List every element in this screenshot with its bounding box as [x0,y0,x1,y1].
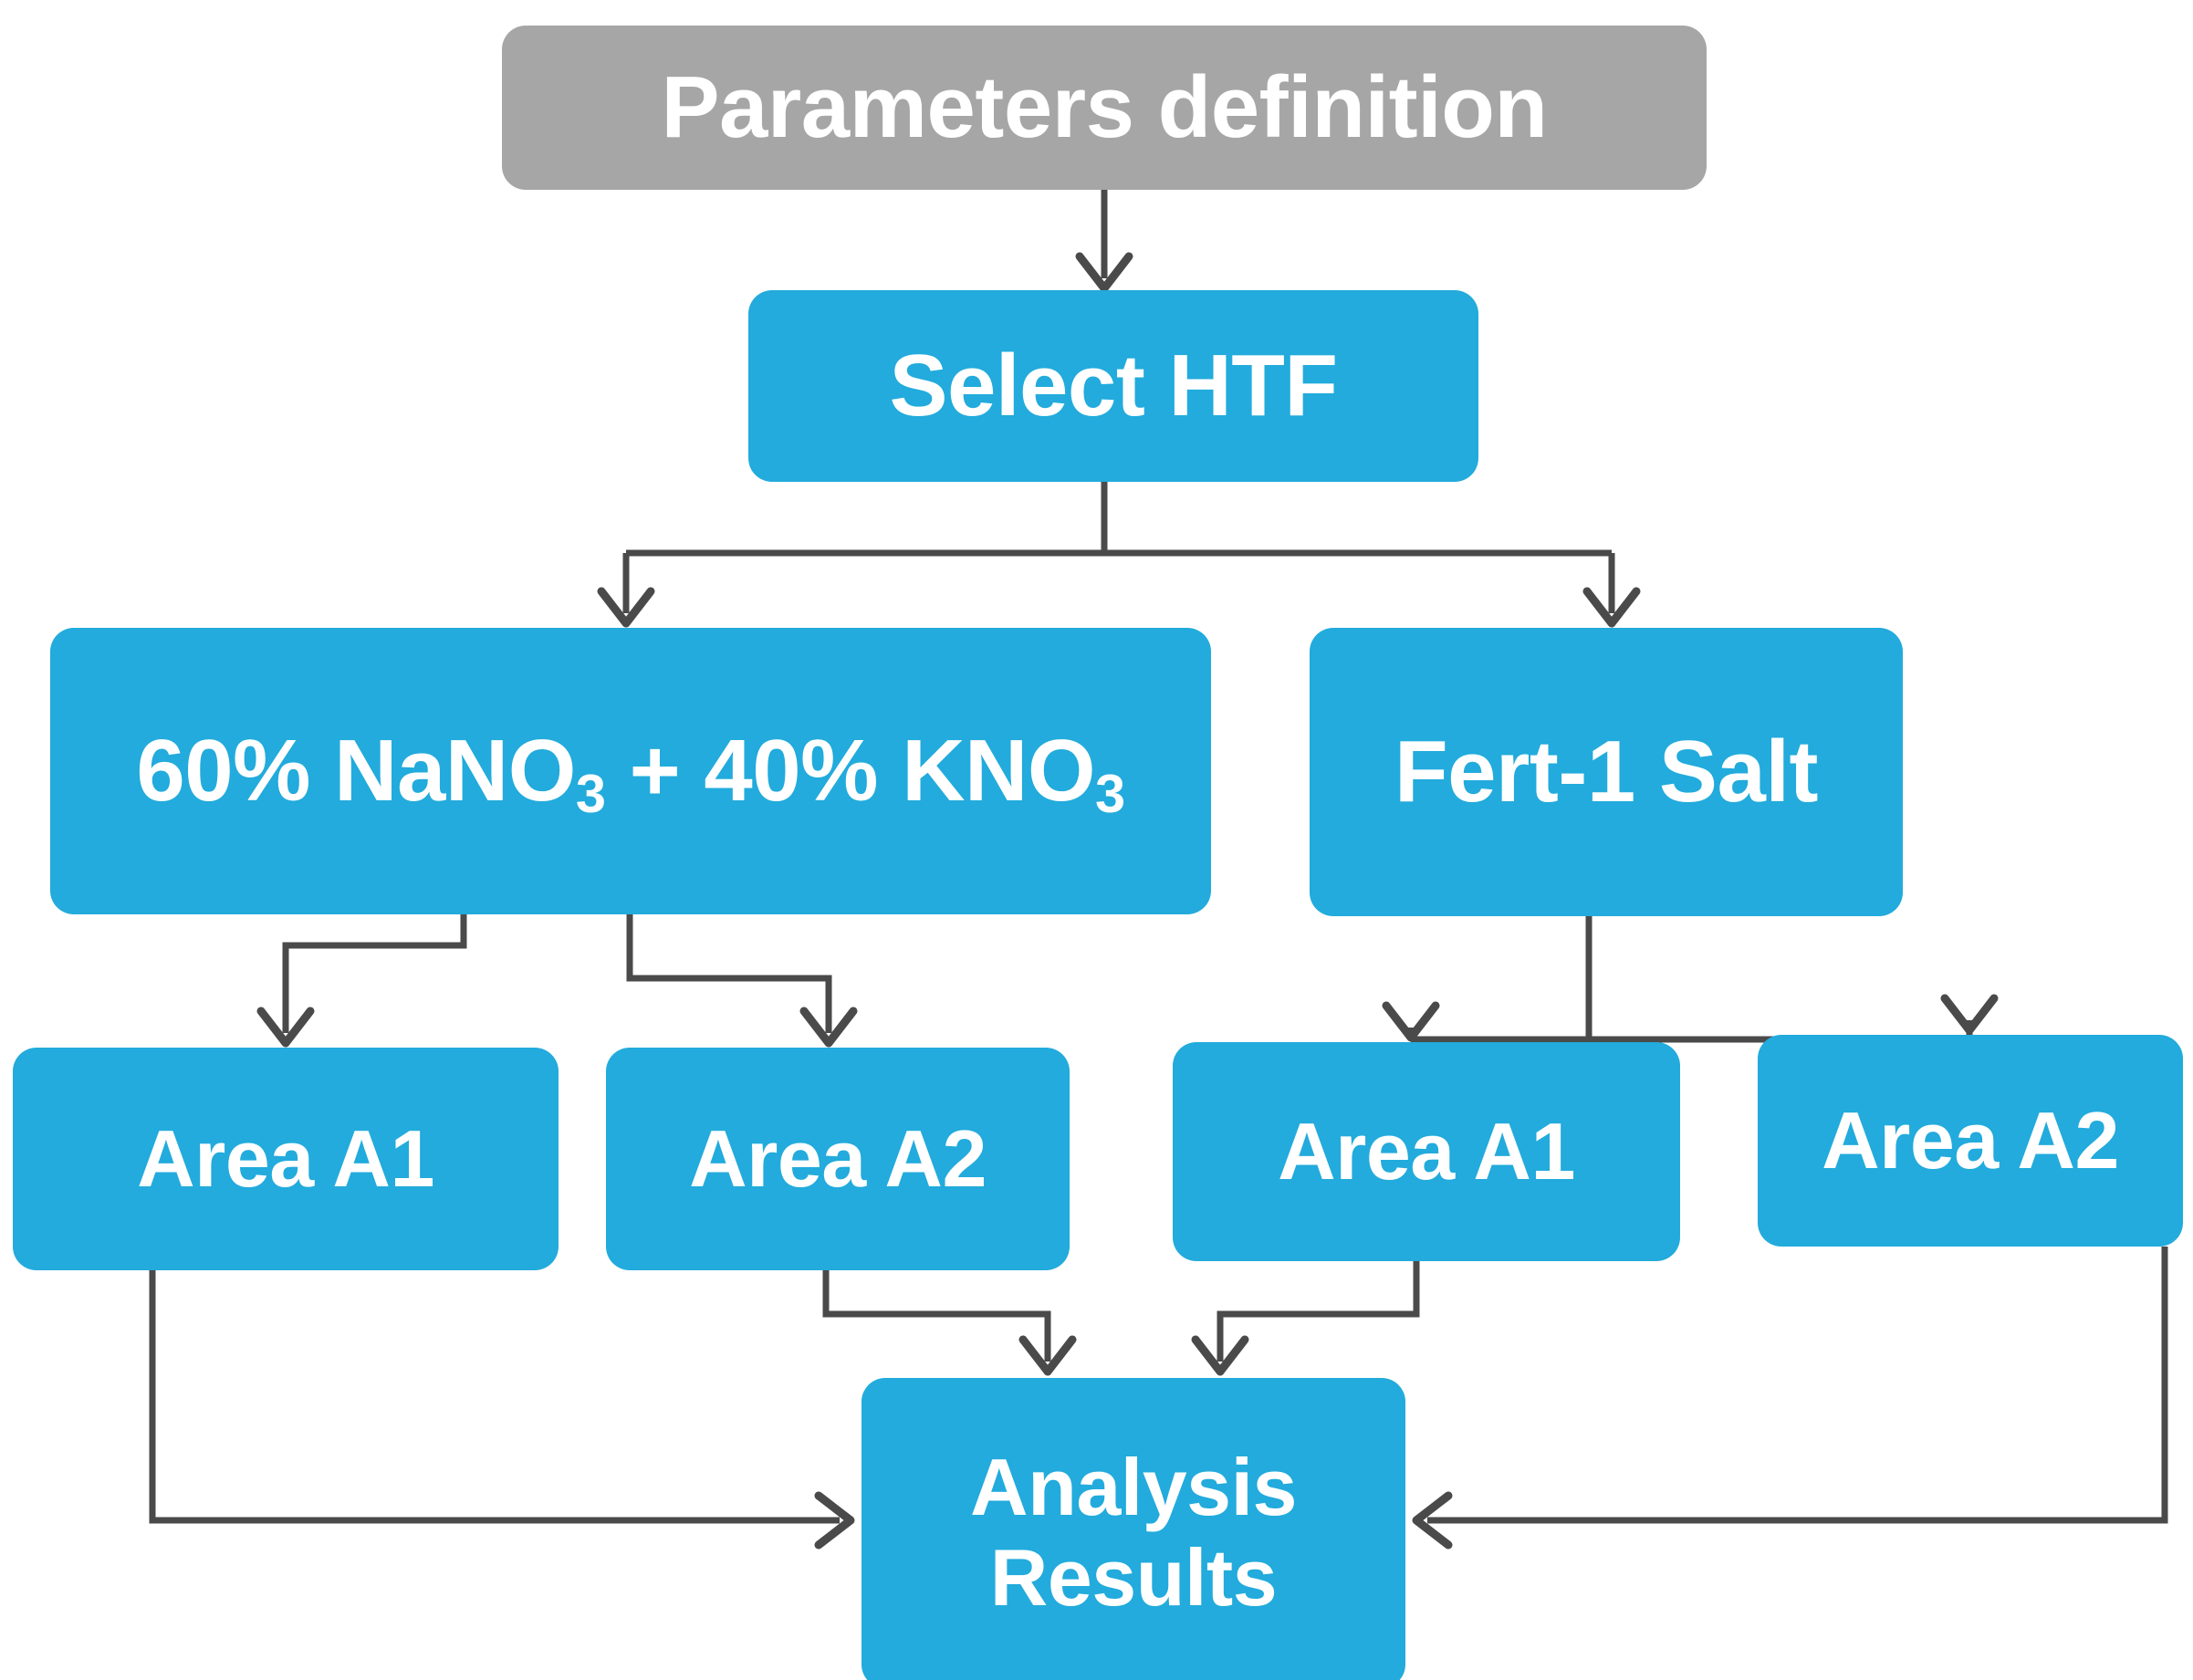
salt-mixture-subscript-1: 3 [575,763,606,825]
node-select-htf[interactable]: Select HTF [748,290,1478,482]
salt-mixture-middle: + 40% KNO [605,722,1096,820]
node-area-a2-right[interactable]: Area A2 [1758,1035,2183,1247]
node-area-a1-left-label: Area A1 [137,1112,434,1204]
node-area-a2-left-label: Area A2 [689,1112,987,1204]
edge-area-a2-left-to-analysis [822,1270,1077,1376]
node-fert-1-salt[interactable]: Fert-1 Salt [1310,628,1903,916]
node-parameters-definition[interactable]: Parameters definition [502,26,1707,190]
node-area-a2-left[interactable]: Area A2 [606,1048,1070,1270]
edge-select-to-fert-salt [1582,553,1641,628]
edge-area-a1-left-to-analysis [149,1270,855,1550]
edge-fert-to-area-a1-right [1382,1001,1440,1042]
node-parameters-definition-label: Parameters definition [661,58,1548,157]
node-analysis-results[interactable]: Analysis Results [862,1378,1405,1680]
node-area-a2-right-label: Area A2 [1822,1094,2119,1185]
node-analysis-results-label: Analysis Results [970,1442,1297,1623]
edge-select-to-salt-mixture [597,553,655,628]
edge-area-a2-right-to-analysis [1412,1247,2168,1550]
node-area-a1-right-label: Area A1 [1278,1105,1575,1196]
node-fert-1-salt-label: Fert-1 Salt [1394,723,1818,821]
edge-salt-to-area-a1-left [256,914,467,1048]
edge-fert-split [1411,916,1969,1043]
salt-mixture-subscript-2: 3 [1095,763,1125,825]
node-area-a1-right[interactable]: Area A1 [1173,1042,1680,1261]
node-area-a1-left[interactable]: Area A1 [13,1048,559,1270]
edge-salt-to-area-a2-left [626,914,858,1048]
salt-mixture-prefix: 60% NaNO [136,722,576,820]
edge-fert-to-area-a2-right [1940,994,1999,1039]
edge-area-a1-right-to-analysis [1191,1261,1420,1376]
edge-select-split [626,482,1612,557]
node-salt-mixture-label: 60% NaNO3 + 40% KNO3 [123,722,1137,824]
node-salt-mixture[interactable]: 60% NaNO3 + 40% KNO3 [50,628,1211,914]
node-select-htf-label: Select HTF [889,337,1338,435]
edge-params-to-select [1075,190,1133,293]
